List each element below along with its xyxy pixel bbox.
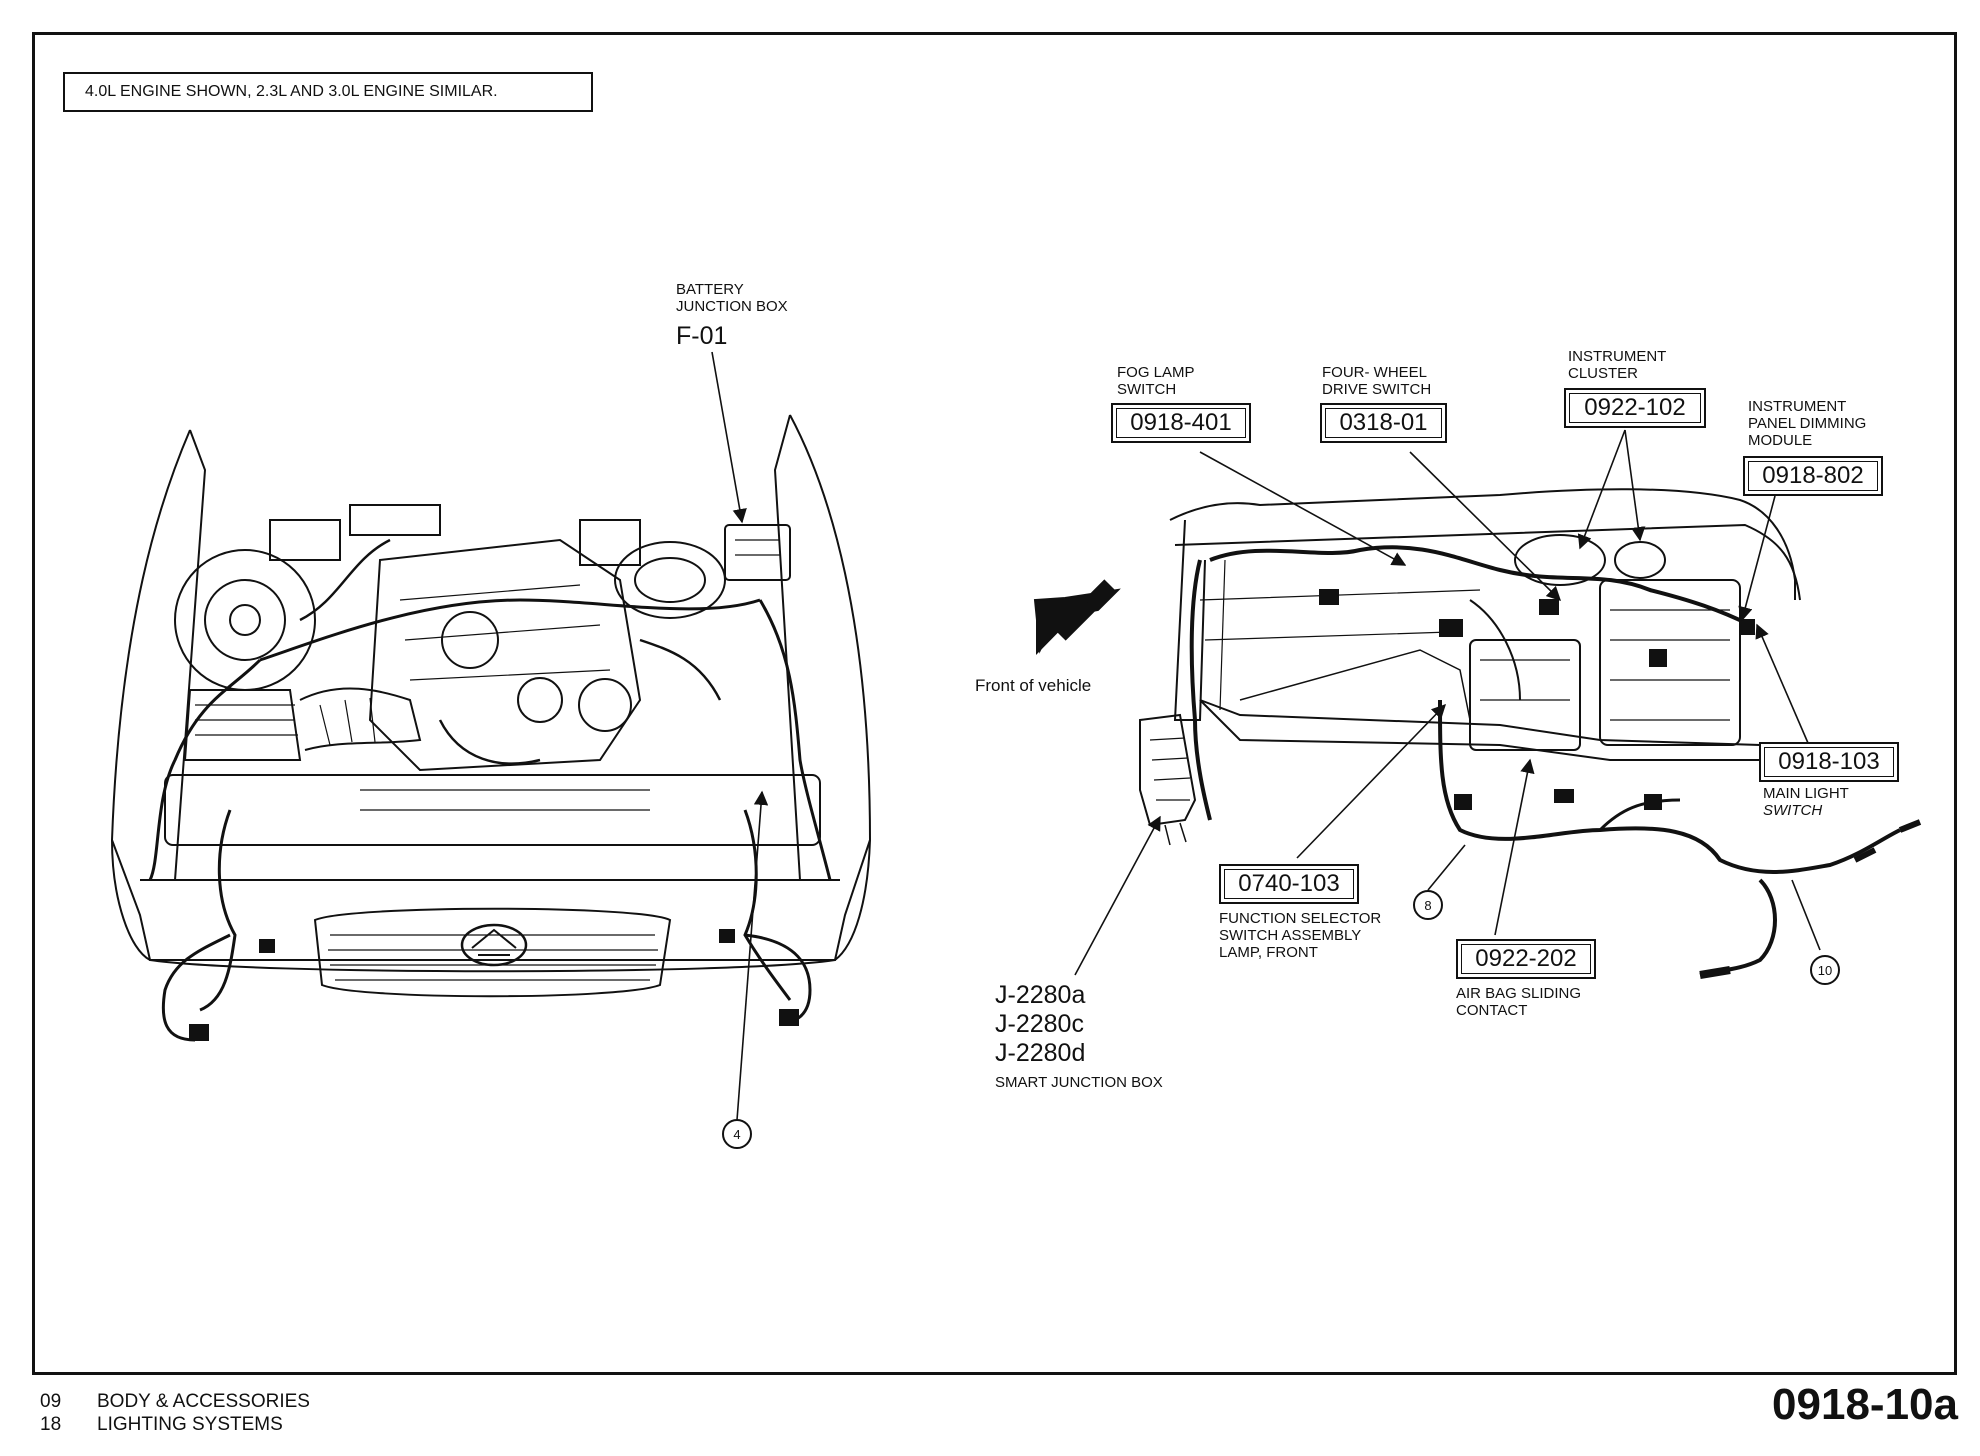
instrument-cluster-code: 0922-102 bbox=[1564, 388, 1706, 428]
smart-junction-box-label: SMART JUNCTION BOX bbox=[995, 1074, 1163, 1091]
diagram-frame bbox=[32, 32, 1957, 1375]
four-wheel-drive-switch-code: 0318-01 bbox=[1320, 403, 1447, 443]
four-wheel-drive-switch-label: FOUR- WHEEL DRIVE SWITCH bbox=[1322, 364, 1432, 398]
page-code: 0918-10a bbox=[1772, 1380, 1958, 1429]
smart-junction-box-code-c: J-2280c bbox=[995, 1010, 1084, 1038]
connector-4-marker: 4 bbox=[722, 1119, 752, 1149]
connector-10-marker: 10 bbox=[1810, 955, 1840, 985]
fog-lamp-switch-code: 0918-401 bbox=[1111, 403, 1251, 443]
main-light-switch-code: 0918-103 bbox=[1759, 742, 1899, 782]
instrument-cluster-label: INSTRUMENT CLUSTER bbox=[1568, 348, 1667, 382]
smart-junction-box-code-a: J-2280a bbox=[995, 981, 1086, 1009]
front-of-vehicle-label: Front of vehicle bbox=[975, 676, 1092, 695]
battery-junction-box-code: F-01 bbox=[676, 322, 728, 350]
instrument-panel-dimming-module-label: INSTRUMENT PANEL DIMMING MODULE bbox=[1748, 398, 1867, 449]
instrument-panel-dimming-module-code: 0918-802 bbox=[1743, 456, 1883, 496]
fog-lamp-switch-label: FOG LAMP SWITCH bbox=[1117, 364, 1195, 398]
battery-junction-box-label: BATTERY JUNCTION BOX bbox=[676, 281, 788, 315]
engine-bay-illustration bbox=[110, 414, 872, 1042]
engine-note: 4.0L ENGINE SHOWN, 2.3L AND 3.0L ENGINE … bbox=[63, 72, 593, 112]
function-selector-switch-code: 0740-103 bbox=[1219, 864, 1359, 904]
main-light-switch-label: MAIN LIGHT SWITCH bbox=[1763, 785, 1849, 819]
air-bag-sliding-contact-label: AIR BAG SLIDING CONTACT bbox=[1456, 985, 1582, 1019]
function-selector-switch-label: FUNCTION SELECTOR SWITCH ASSEMBLY LAMP, … bbox=[1219, 910, 1382, 961]
connector-8-marker: 8 bbox=[1413, 890, 1443, 920]
air-bag-sliding-contact-code: 0922-202 bbox=[1456, 939, 1596, 979]
smart-junction-box-code-d: J-2280d bbox=[995, 1039, 1086, 1067]
